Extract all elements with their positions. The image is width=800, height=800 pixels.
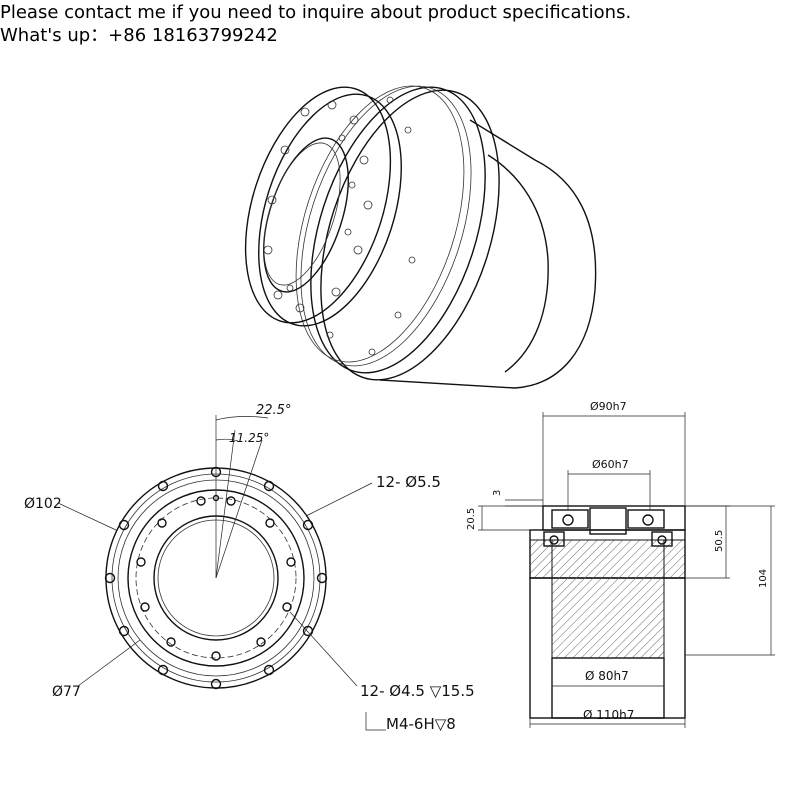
d60-label: Ø60h7 bbox=[592, 458, 629, 471]
body-ellipse-groove bbox=[300, 85, 472, 367]
rear-bolt-holes bbox=[326, 96, 416, 356]
inner-holes bbox=[136, 494, 296, 661]
dim20-label: 20.5 bbox=[466, 508, 477, 530]
dim3-label: 3 bbox=[492, 490, 503, 496]
section-view: Ø90h7 Ø60h7 3 20.5 50.5 104 Ø 80h7 Ø bbox=[466, 400, 775, 728]
d80-label: Ø 80h7 bbox=[585, 669, 629, 683]
body-ellipse-rear bbox=[320, 89, 500, 381]
dia-inner-label: Ø77 bbox=[52, 684, 81, 700]
housing-outline bbox=[379, 119, 597, 389]
thread-label: M4-6H▽8 bbox=[386, 715, 456, 733]
bearing-right bbox=[627, 509, 673, 547]
dim104-label: 104 bbox=[758, 569, 769, 588]
body-ellipse-mid bbox=[310, 86, 486, 374]
angle-outer-label: 22.5° bbox=[256, 403, 291, 418]
angle-inner-label: 11.25° bbox=[229, 431, 269, 445]
dim50-label: 50.5 bbox=[714, 530, 725, 552]
d110-label: Ø 110h7 bbox=[583, 708, 634, 722]
inner-holes-label: 12- Ø4.5 ▽15.5 bbox=[360, 682, 475, 700]
flange-outer bbox=[244, 86, 392, 324]
d90-label: Ø90h7 bbox=[590, 400, 627, 413]
contact-phone: What's up：+86 18163799242 bbox=[0, 25, 278, 46]
front-view: 22.5° 11.25° Ø102 Ø77 12- Ø5.5 12- Ø4.5 … bbox=[24, 403, 475, 733]
isometric-view bbox=[244, 85, 597, 389]
housing-edge bbox=[487, 154, 549, 373]
bearing-left bbox=[543, 509, 589, 547]
dia-outer-label: Ø102 bbox=[24, 496, 62, 512]
contact-note: Please contact me if you need to inquire… bbox=[0, 2, 632, 23]
outer-holes-label: 12- Ø5.5 bbox=[376, 473, 441, 491]
flange-bolt-holes bbox=[263, 100, 373, 313]
